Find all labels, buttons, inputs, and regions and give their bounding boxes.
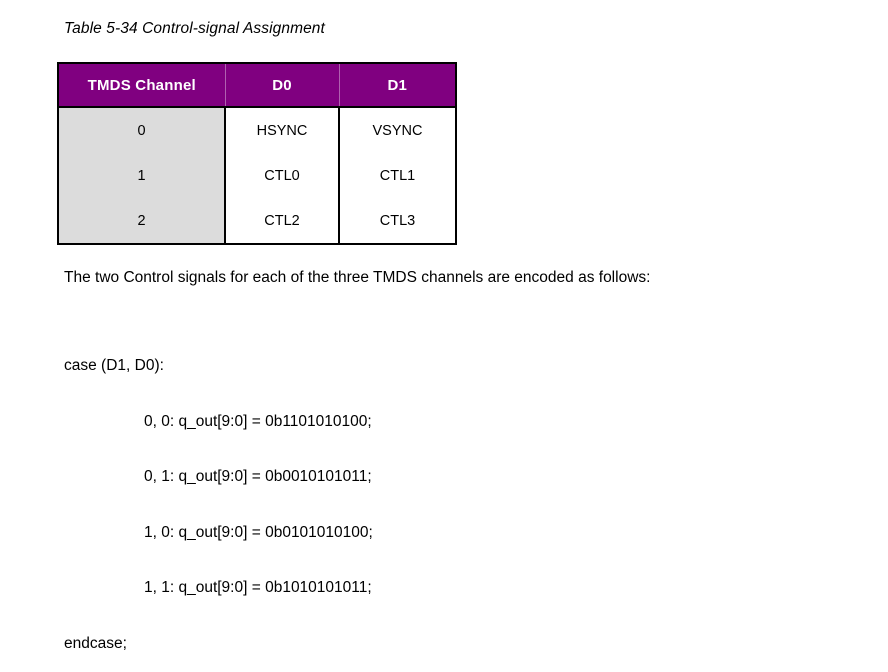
table-header-row: TMDS Channel D0 D1 [58,63,456,107]
cell-channel: 2 [58,198,226,244]
cell-d0: CTL0 [225,153,340,198]
table-caption: Table 5-34 Control-signal Assignment [64,20,325,37]
cell-d1: CTL1 [339,153,456,198]
code-line-case: case (D1, D0): [64,357,164,374]
column-header-d1: D1 [338,63,456,107]
code-line-endcase: endcase; [64,634,127,652]
column-header-tmds-channel: TMDS Channel [58,63,225,107]
cell-d1: VSYNC [339,107,456,153]
cell-d0: CTL2 [225,198,340,244]
table-body: 0 HSYNC VSYNC 1 CTL0 CTL1 2 CTL2 CTL3 [58,107,456,244]
cell-channel: 1 [58,153,226,198]
code-line-case-01: 0, 1: q_out[9:0] = 0b0010101011; [144,468,372,485]
control-signal-assignment-table: TMDS Channel D0 D1 0 HSYNC VSYNC 1 CTL0 … [57,62,457,245]
cell-d0: HSYNC [225,107,340,153]
code-block: case (D1, D0): 0, 0: q_out[9:0] = 0b1101… [64,320,373,672]
column-header-d0: D0 [224,63,339,107]
code-line-case-00: 0, 0: q_out[9:0] = 0b1101010100; [144,412,372,430]
code-line-case-11: 1, 1: q_out[9:0] = 0b1010101011; [144,579,372,596]
table-row: 2 CTL2 CTL3 [58,198,456,244]
cell-channel: 0 [58,107,226,153]
table-row: 0 HSYNC VSYNC [58,107,456,153]
code-line-case-10: 1, 0: q_out[9:0] = 0b0101010100; [144,523,373,541]
table-row: 1 CTL0 CTL1 [58,153,456,198]
description-paragraph: The two Control signals for each of the … [64,269,651,286]
table-header: TMDS Channel D0 D1 [58,63,456,107]
cell-d1: CTL3 [339,198,456,244]
